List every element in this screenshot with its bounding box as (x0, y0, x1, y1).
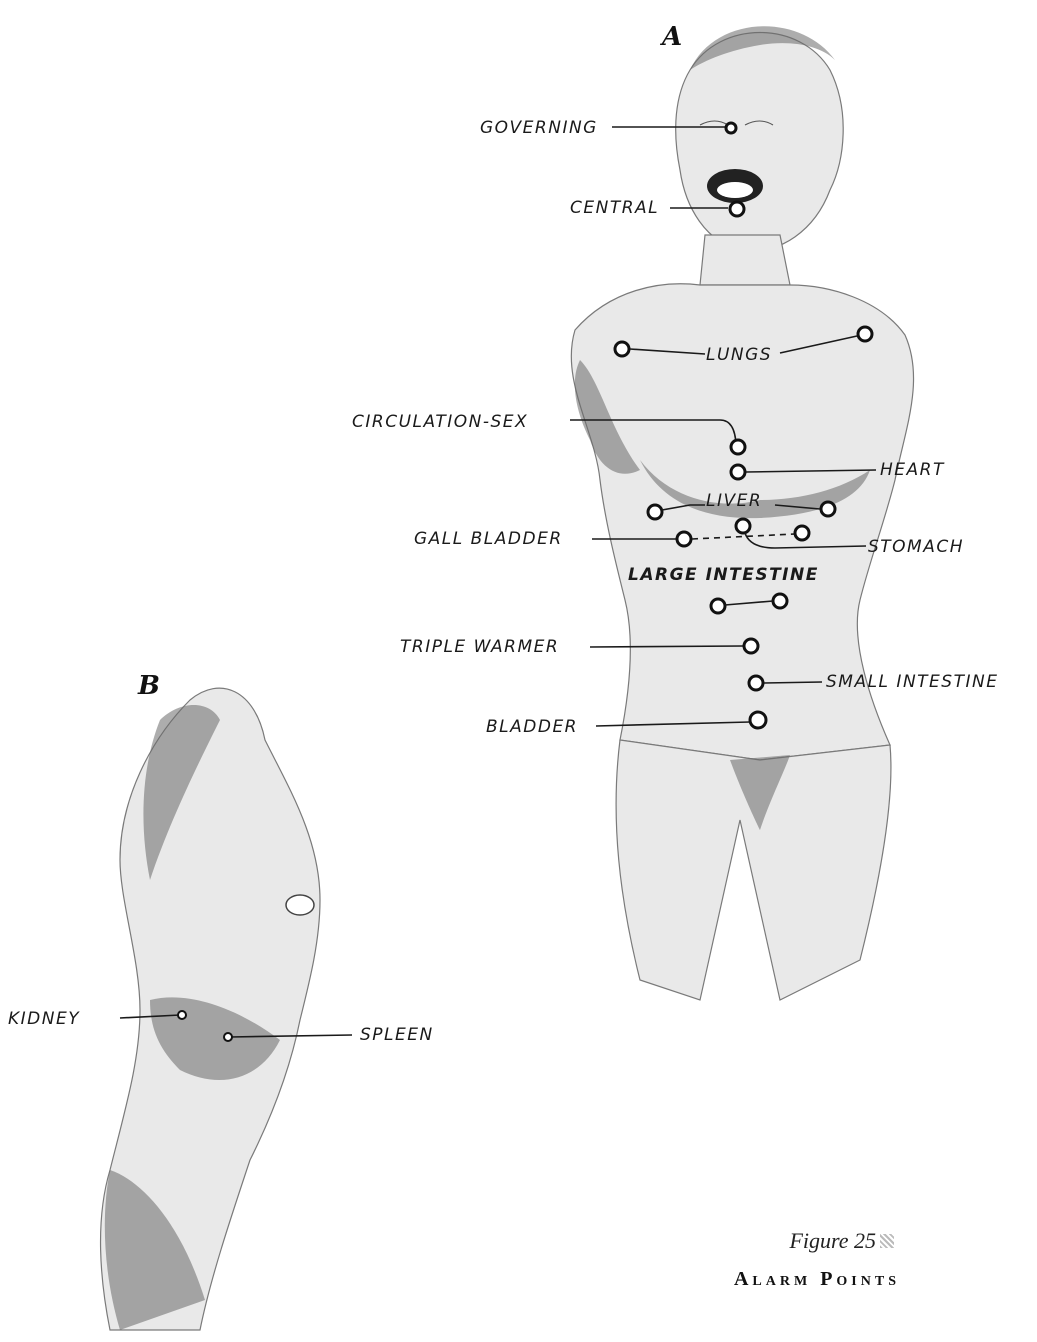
label-stomach: Stomach (868, 537, 964, 557)
large-intestine-point-left (773, 594, 787, 608)
label-heart: Heart (880, 460, 945, 480)
stomach-point-lower (795, 526, 809, 540)
small-intestine-point (749, 676, 763, 690)
governing-point (726, 123, 736, 133)
figure-b: B Kidney Spleen (8, 671, 434, 1330)
kidney-point (178, 1011, 186, 1019)
liver-point-right (648, 505, 662, 519)
label-small-intestine: Small Intestine (826, 672, 998, 692)
heart-point (731, 465, 745, 479)
label-governing: Governing (480, 118, 598, 138)
triple-warmer-point (744, 639, 758, 653)
large-intestine-point-right (711, 599, 725, 613)
bladder-point (750, 712, 766, 728)
label-triple-warmer: Triple Warmer (400, 637, 559, 657)
central-point (730, 202, 744, 216)
figure-title: Alarm Points (600, 1268, 900, 1291)
figure-a: A Governing Central Lungs Circulation-Se… (352, 22, 998, 1000)
figure-b-chest-mark (286, 895, 314, 915)
circulation-sex-point (731, 440, 745, 454)
label-liver: Liver (706, 491, 762, 511)
lungs-point-right (615, 342, 629, 356)
label-bladder: Bladder (486, 717, 578, 737)
spleen-point (224, 1033, 232, 1041)
gall-bladder-point (677, 532, 691, 546)
label-gall-bladder: Gall Bladder (414, 529, 563, 549)
small-intestine-leader (764, 682, 822, 683)
lungs-point-left (858, 327, 872, 341)
figure-caption: Figure 25 Alarm Points (600, 1228, 900, 1291)
triple-warmer-leader (590, 646, 743, 647)
figure-a-neck (700, 235, 790, 285)
figure-number: Figure 25 (600, 1228, 876, 1254)
label-circulation-sex: Circulation-Sex (352, 412, 528, 432)
label-kidney: Kidney (8, 1009, 80, 1029)
liver-point-left (821, 502, 835, 516)
label-large-intestine: Large Intestine (628, 565, 819, 585)
panel-b-letter: B (137, 671, 160, 701)
stomach-point-upper (736, 519, 750, 533)
figure-a-teeth (717, 182, 753, 198)
label-lungs: Lungs (706, 345, 772, 365)
label-spleen: Spleen (360, 1025, 434, 1045)
ornament-icon (880, 1234, 894, 1248)
label-central: Central (570, 198, 659, 218)
panel-a-letter: A (659, 22, 682, 52)
figure-a-head (676, 33, 844, 251)
